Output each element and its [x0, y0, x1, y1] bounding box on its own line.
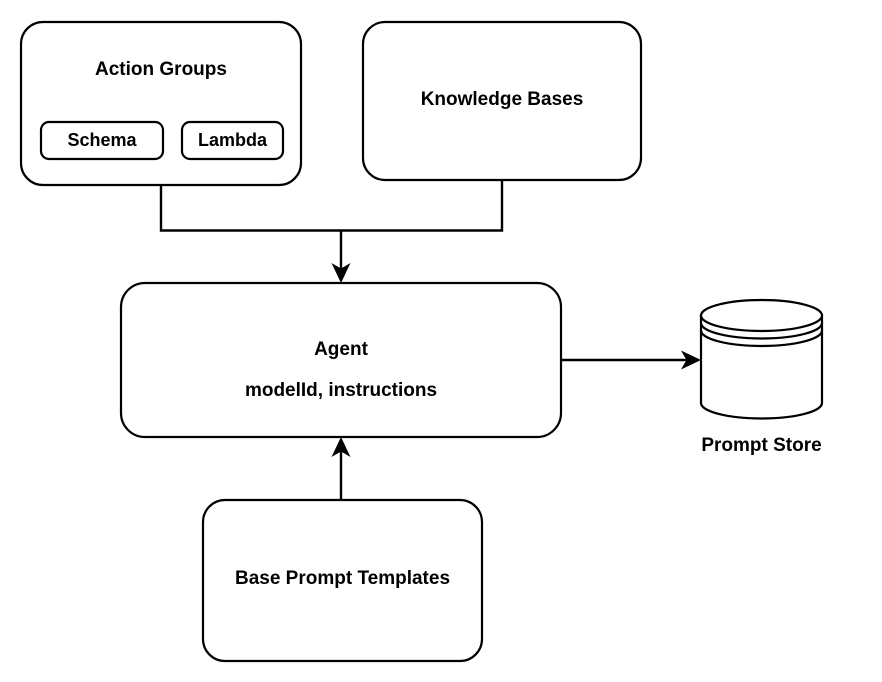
node-action-groups[interactable]: Action Groups Schema Lambda — [19, 20, 303, 187]
knowledge-bases-box[interactable] — [361, 20, 643, 182]
node-prompt-store[interactable]: Prompt Store — [699, 298, 824, 456]
agent-box[interactable] — [119, 281, 563, 439]
schema-label: Schema — [67, 130, 137, 150]
node-base-prompt-templates[interactable]: Base Prompt Templates — [201, 498, 484, 663]
prompt-store-label: Prompt Store — [701, 435, 821, 456]
base-prompt-templates-box[interactable] — [201, 498, 484, 663]
lambda-label: Lambda — [198, 130, 268, 150]
knowledge-bases-label: Knowledge Bases — [421, 89, 584, 110]
node-lambda[interactable]: Lambda — [180, 120, 285, 161]
cylinder-rim-upper — [699, 322, 824, 340]
schema-box[interactable] — [39, 120, 165, 161]
node-knowledge-bases[interactable]: Knowledge Bases — [361, 20, 643, 182]
edge-action-groups-to-agent — [159, 186, 341, 232]
agent-label-title: Agent — [314, 339, 369, 360]
cylinder-body — [699, 314, 824, 420]
node-agent[interactable]: Agent modelId, instructions — [119, 281, 563, 439]
base-prompt-templates-label: Base Prompt Templates — [235, 568, 450, 589]
cylinder-icon — [699, 298, 824, 420]
edge-base-prompt-templates-to-agent — [331, 437, 351, 500]
edge-merge-to-agent — [331, 230, 351, 283]
action-groups-label: Action Groups — [95, 59, 227, 80]
cylinder-lid — [699, 298, 824, 333]
agent-label-subtitle: modelId, instructions — [245, 380, 437, 401]
lambda-box[interactable] — [180, 120, 285, 161]
cylinder-rim-lower — [699, 330, 824, 348]
node-schema[interactable]: Schema — [39, 120, 165, 161]
edge-agent-to-prompt-store — [562, 350, 701, 370]
action-groups-box[interactable] — [19, 20, 303, 187]
edge-knowledge-bases-to-agent — [341, 181, 504, 232]
